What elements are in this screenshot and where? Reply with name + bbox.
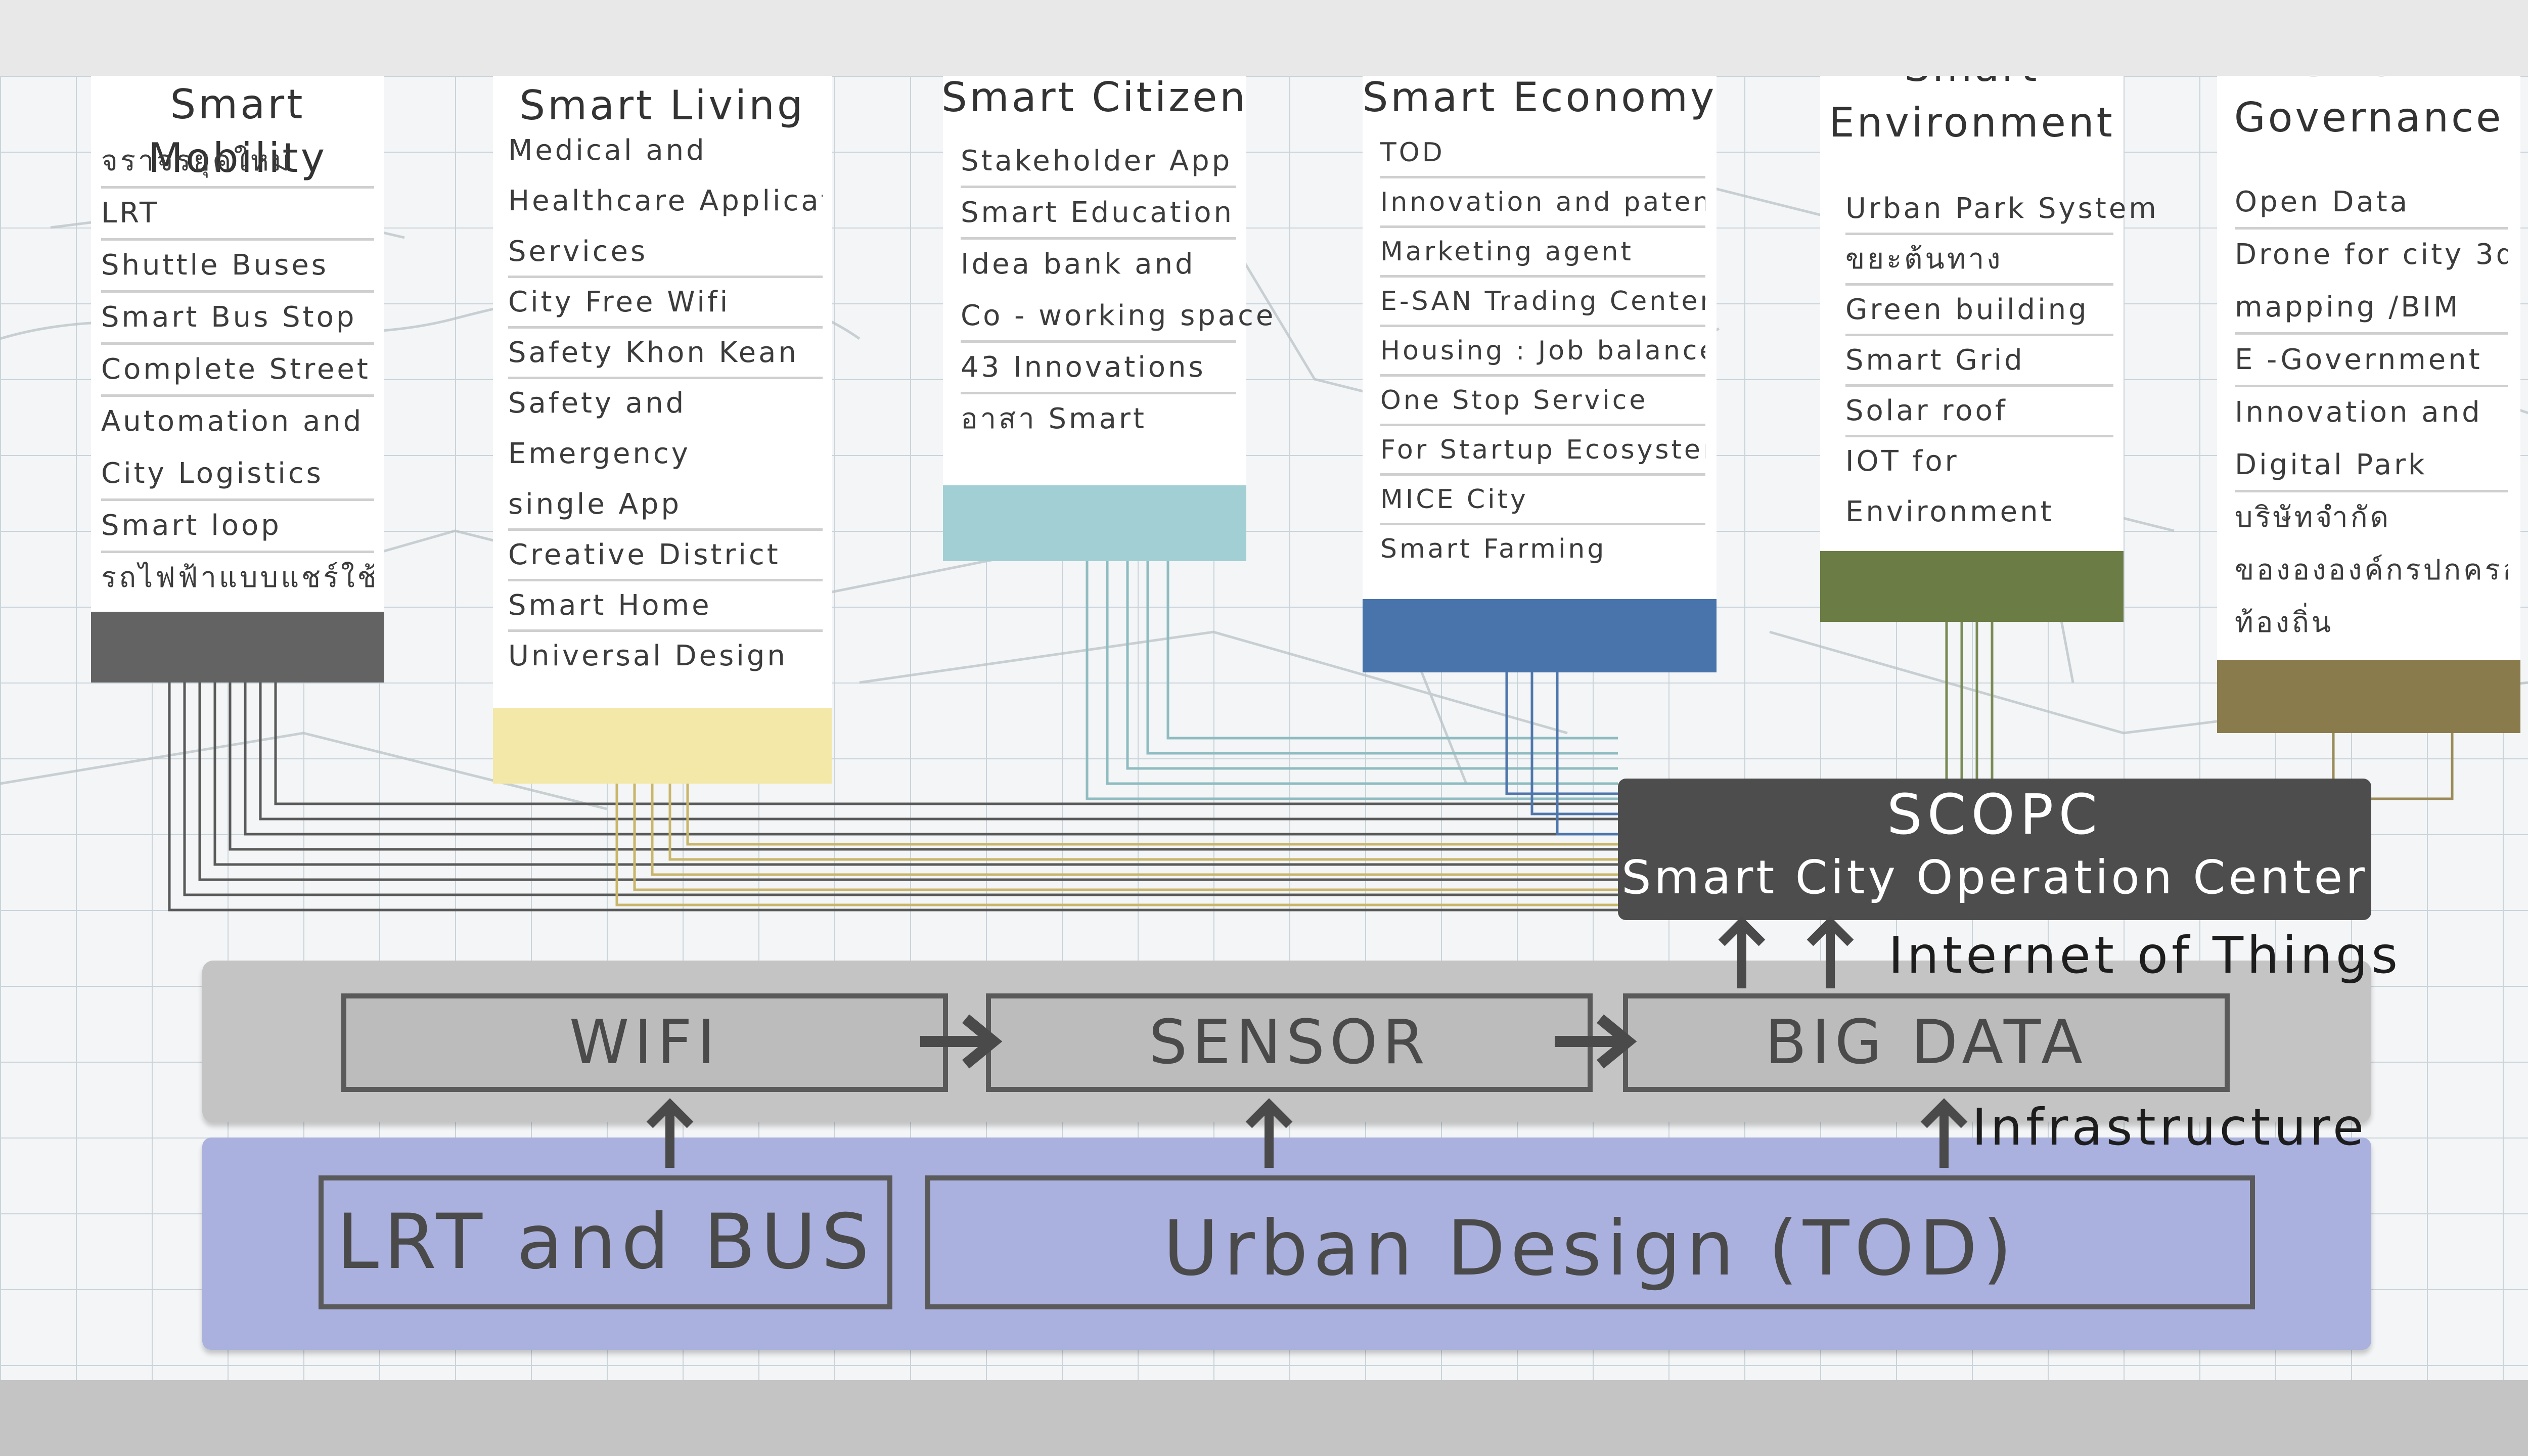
list-item: Solar roof — [1845, 387, 2113, 437]
column-accent-bar — [1820, 551, 2124, 622]
column-title: Smart Economy — [1362, 76, 1717, 121]
scopc-title: SCOPC — [1886, 782, 2103, 847]
list-item: ท้องถิ่น — [2235, 606, 2334, 639]
list-item: MICE City — [1380, 476, 1705, 525]
item-list: จราจรยุคใหม่ LRT Shuttle Buses Smart Bus… — [91, 136, 384, 605]
infrastructure-layer-label: Infrastructure — [1972, 1098, 2368, 1157]
column-smart-citizen: Smart Citizen Stakeholder App Smart Educ… — [941, 76, 1273, 561]
sensor-box: SENSOR — [986, 993, 1593, 1092]
column-accent-bar — [91, 612, 384, 682]
column-title: Smart Living — [519, 82, 805, 129]
arrow-right-icon — [920, 1014, 1003, 1069]
item-list: Medical and Healthcare Application Servi… — [493, 126, 832, 682]
arrow-up-icon — [1807, 916, 1854, 988]
list-item: Smart Home — [508, 581, 823, 632]
list-item: Stakeholder App — [961, 136, 1236, 188]
infrastructure-layer — [202, 1138, 2371, 1350]
column-smart-mobility: Smart Mobility จราจรยุคใหม่ LRT Shuttle … — [91, 76, 384, 682]
column-title-line2: Governance — [2234, 94, 2504, 141]
connector-lines — [168, 556, 2454, 912]
list-item: Healthcare Application — [508, 185, 823, 217]
list-item: Marketing agent — [1380, 228, 1705, 278]
diagram-slide: Smart Mobility จราจรยุคใหม่ LRT Shuttle … — [0, 76, 2528, 1380]
list-item: Automation and — [101, 405, 364, 438]
arrow-up-icon — [1245, 1098, 1293, 1168]
column-smart-environment: Smart Environment Urban Park System ขยะต… — [1820, 76, 2156, 622]
list-item: Innovation and patent — [1380, 178, 1705, 228]
list-item: รถไฟฟ้าแบบแชร์ใช้ — [101, 561, 374, 594]
item-list: Open Data Drone for city 3d mapping /BIM… — [2217, 177, 2520, 650]
column-smart-economy: Smart Economy TOD Innovation and patent … — [1363, 76, 1717, 672]
scopc-subtitle: Smart City Operation Center — [1621, 850, 2368, 904]
column-title-line2: Environment — [1829, 99, 2115, 146]
list-item: Idea bank and — [961, 248, 1196, 281]
list-item: Co - working space — [961, 291, 1273, 343]
list-item: จราจรยุคใหม่ — [101, 136, 374, 189]
list-item: ของององค์กรปกครอง — [2235, 554, 2508, 586]
list-item: Environment — [1845, 495, 2054, 528]
list-item: Complete Street — [101, 345, 374, 397]
list-item: For Startup Ecosystem — [1380, 426, 1705, 476]
arrow-up-icon — [1718, 916, 1766, 988]
list-item: ขยะต้นทาง — [1845, 235, 2113, 286]
list-item: อาสา Smart — [961, 402, 1147, 435]
list-item: Emergency — [508, 437, 691, 470]
list-item: single App — [508, 480, 823, 531]
list-item: Safety and — [508, 387, 687, 420]
column-title: Smart Mobility — [148, 81, 328, 181]
list-item: Shuttle Buses — [101, 241, 374, 293]
column-title-line1: Smart — [2217, 76, 2520, 89]
list-item: Safety Khon Kean — [508, 329, 823, 379]
urban-design-box: Urban Design (TOD) — [925, 1175, 2255, 1309]
list-item: Digital Park — [2235, 440, 2508, 492]
list-item: City Free Wifi — [508, 278, 823, 329]
list-item: LRT — [101, 189, 374, 241]
list-item: Smart Bus Stop — [101, 293, 374, 345]
list-item: Open Data — [2235, 177, 2508, 230]
list-item: mapping /BIM — [2235, 282, 2508, 335]
list-item: Creative District — [508, 531, 823, 581]
list-item: Universal Design — [508, 640, 788, 672]
list-item: Green building — [1845, 286, 2113, 336]
arrow-up-icon — [646, 1098, 694, 1168]
list-item: IOT for — [1845, 445, 1959, 478]
list-item: Urban Park System — [1845, 185, 2156, 235]
arrow-up-icon — [1920, 1098, 1968, 1168]
wifi-box: WIFI — [341, 993, 948, 1092]
column-accent-bar — [943, 485, 1246, 561]
list-item: Smart loop — [101, 501, 374, 553]
iot-layer-label: Internet of Things — [1888, 926, 2402, 985]
item-list: Stakeholder App Smart Education Idea ban… — [943, 136, 1273, 446]
list-item: 43 Innovations — [961, 343, 1236, 394]
list-item: Smart Education — [961, 188, 1236, 240]
list-item: Medical and — [508, 134, 707, 167]
item-list: Urban Park System ขยะต้นทาง Green buildi… — [1820, 185, 2156, 538]
lrt-bus-box: LRT and BUS — [319, 1175, 892, 1309]
column-accent-bar — [2217, 660, 2520, 733]
list-item: Smart Farming — [1380, 534, 1607, 564]
list-item: E -Government — [2235, 335, 2508, 387]
list-item: Smart Grid — [1845, 336, 2113, 387]
column-accent-bar — [1363, 599, 1717, 672]
list-item: City Logistics — [101, 449, 374, 501]
column-title-line1: Smart — [1820, 76, 2124, 94]
column-accent-bar — [493, 708, 832, 784]
list-item: Services — [508, 228, 823, 278]
bottom-band — [0, 1380, 2528, 1456]
list-item: Drone for city 3d — [2235, 238, 2508, 271]
column-smart-living: Smart Living Medical and Healthcare Appl… — [493, 76, 832, 784]
list-item: บริษัทจำกัด — [2235, 501, 2391, 534]
column-title: Smart Citizen — [941, 76, 1248, 121]
column-smart-governance: Smart Governance Open Data Drone for cit… — [2217, 76, 2520, 733]
item-list: TOD Innovation and patent Marketing agen… — [1363, 129, 1717, 575]
list-item: Housing : Job balance — [1380, 327, 1705, 377]
list-item: One Stop Service — [1380, 377, 1705, 426]
arrow-right-icon — [1555, 1014, 1637, 1069]
big-data-box: BIG DATA — [1623, 993, 2230, 1092]
scopc-center-box: SCOPC Smart City Operation Center — [1618, 779, 2371, 920]
list-item: TOD — [1380, 129, 1705, 178]
list-item: E-SAN Trading Center — [1380, 278, 1705, 327]
list-item: Innovation and — [2235, 396, 2482, 429]
